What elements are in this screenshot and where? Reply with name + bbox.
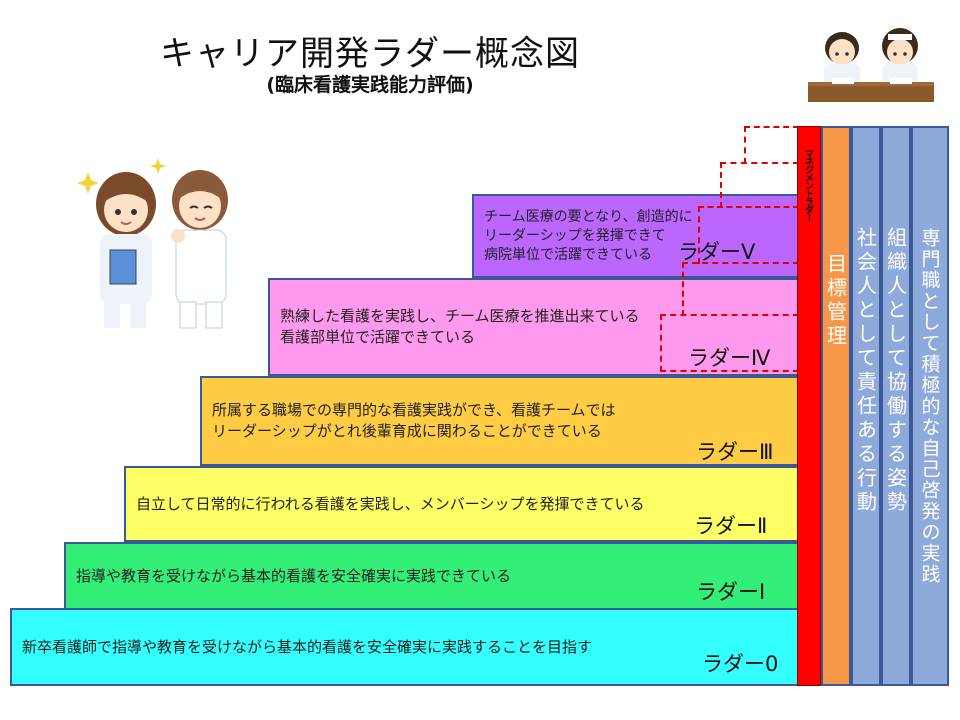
ladder-2-label: ラダーⅡ bbox=[694, 514, 768, 538]
diagram-title: キャリア開発ラダー概念図 bbox=[160, 34, 580, 74]
dashed-track-5 bbox=[660, 314, 799, 372]
dashed-track-3 bbox=[698, 206, 799, 264]
column-social-responsibility: 社会人として責任ある行動 bbox=[851, 126, 881, 686]
ladder-0-step: 新卒看護師で指導や教育を受けながら基本的看護を安全確実に実践することを目指す ラ… bbox=[10, 608, 822, 686]
column-professional-development-label: 専門職として積極的な自己啓発の実践 bbox=[918, 227, 941, 585]
nurses-illustration bbox=[77, 158, 228, 329]
column-goal-management-label: 目標管理 bbox=[823, 253, 848, 349]
ladder-2-step: 自立して日常的に行われる看護を実践し、メンバーシップを発揮できている ラダーⅡ bbox=[124, 466, 822, 542]
ladder-3-label: ラダーⅢ bbox=[696, 440, 774, 464]
column-social-responsibility-label: 社会人として責任ある行動 bbox=[853, 227, 878, 515]
ladder-0-label: ラダー0 bbox=[702, 652, 779, 676]
diagram-subtitle: (臨床看護実践能力評価) bbox=[266, 74, 474, 96]
ladder-0-description: 新卒看護師で指導や教育を受けながら基本的看護を安全確実に実践することを目指す bbox=[22, 637, 593, 656]
ladder-5-label: ラダーⅤ bbox=[678, 240, 756, 264]
ladder-5-step: チーム医療の要となり、創造的に リーダーシップを発揮できて 病院単位で活躍できて… bbox=[472, 194, 822, 278]
ladder-1-label: ラダーⅠ bbox=[696, 580, 766, 604]
ladder-2-description: 自立して日常的に行われる看護を実践し、メンバーシップを発揮できている bbox=[136, 494, 645, 513]
dashed-track-1 bbox=[744, 126, 799, 164]
ladder-4-label: ラダーⅣ bbox=[688, 346, 771, 370]
column-goal-management: 目標管理 bbox=[821, 126, 851, 686]
management-ladder-bar: マネジメントラダー bbox=[797, 126, 821, 686]
column-organizational-cooperation-label: 組織人として協働する姿勢 bbox=[883, 227, 908, 515]
students-illustration bbox=[808, 28, 934, 102]
dashed-track-4 bbox=[682, 262, 799, 316]
column-professional-development: 専門職として積極的な自己啓発の実践 bbox=[911, 126, 949, 686]
ladder-4-step: 熟練した看護を実践し、チーム医療を推進出来ている 看護部単位で活躍できている ラ… bbox=[268, 278, 822, 376]
ladder-3-step: 所属する職場での専門的な看護実践ができ、看護チームでは リーダーシップがとれ後輩… bbox=[200, 376, 822, 466]
ladder-1-step: 指導や教育を受けながら基本的看護を安全確実に実践できている ラダーⅠ bbox=[64, 542, 822, 610]
column-organizational-cooperation: 組織人として協働する姿勢 bbox=[881, 126, 911, 686]
ladder-5-description: チーム医療の要となり、創造的に リーダーシップを発揮できて 病院単位で活躍できて… bbox=[484, 208, 693, 263]
dashed-track-2 bbox=[720, 162, 799, 208]
ladder-1-description: 指導や教育を受けながら基本的看護を安全確実に実践できている bbox=[76, 566, 512, 585]
management-ladder-label: マネジメントラダー bbox=[803, 149, 813, 221]
ladder-4-description: 熟練した看護を実践し、チーム医療を推進出来ている 看護部単位で活躍できている bbox=[280, 307, 640, 346]
ladder-3-description: 所属する職場での専門的な看護実践ができ、看護チームでは リーダーシップがとれ後輩… bbox=[212, 401, 616, 440]
